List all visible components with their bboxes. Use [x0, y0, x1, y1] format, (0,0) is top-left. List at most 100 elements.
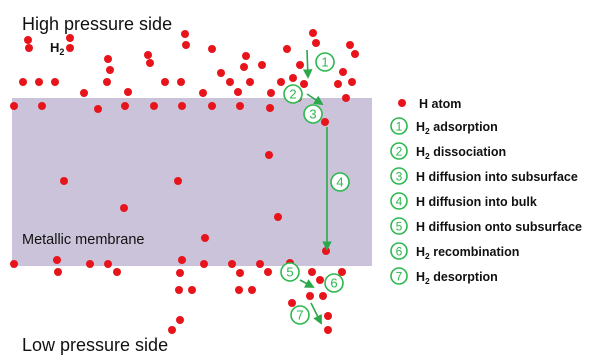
- h-atom: [144, 51, 152, 59]
- step-marker-7-ring: [290, 305, 310, 325]
- h-atom: [121, 102, 129, 110]
- h-atom: [235, 286, 243, 294]
- h-atom: [146, 59, 154, 67]
- h-atom: [53, 256, 61, 264]
- h-atom: [267, 89, 275, 97]
- legend-step-2: 2: [390, 142, 408, 160]
- step-marker-1-number: 1: [321, 55, 328, 70]
- step-marker-7-number: 7: [296, 308, 303, 323]
- legend-step-3-number: 3: [396, 169, 403, 183]
- h-atom: [208, 102, 216, 110]
- h-atom: [334, 80, 342, 88]
- step-marker-2: 2: [283, 84, 303, 104]
- h-atom: [94, 105, 102, 113]
- step-marker-4-ring: [330, 172, 350, 192]
- h-atom: [60, 177, 68, 185]
- process-arrows: [299, 49, 332, 325]
- h-atom: [258, 61, 266, 69]
- h-atom: [178, 256, 186, 264]
- h-atom: [240, 63, 248, 71]
- h-atom: [217, 69, 225, 77]
- step-marker-4: 4: [330, 172, 350, 192]
- h-atom: [306, 292, 314, 300]
- h-atom: [342, 94, 350, 102]
- h-atom: [177, 78, 185, 86]
- legend-step-6: 6: [390, 242, 408, 260]
- legend-step-5-number: 5: [396, 219, 403, 233]
- legend-step-4-number: 4: [396, 194, 403, 208]
- step-marker-1: 1: [315, 52, 335, 72]
- h-atom: [351, 50, 359, 58]
- legend-atom-swatch: [398, 99, 406, 107]
- h-atom: [226, 78, 234, 86]
- step-marker-6-number: 6: [330, 276, 337, 291]
- h-atom: [324, 312, 332, 320]
- h-atom: [346, 41, 354, 49]
- h-atom: [228, 260, 236, 268]
- h-atom: [188, 286, 196, 294]
- step-marker-2-ring: [283, 84, 303, 104]
- legend-step-1-number: 1: [396, 119, 403, 133]
- h-atom: [10, 260, 18, 268]
- legend-step-6-ring: [390, 242, 408, 260]
- h-atom: [319, 292, 327, 300]
- metallic-membrane: [12, 98, 372, 266]
- legend-label-2: H2 dissociation: [416, 145, 506, 161]
- step-marker-6: 6: [324, 273, 344, 293]
- h-atom: [274, 213, 282, 221]
- h-atom: [309, 29, 317, 37]
- step-marker-1-ring: [315, 52, 335, 72]
- low-pressure-label: Low pressure side: [22, 335, 168, 355]
- step-marker-5-number: 5: [286, 265, 293, 280]
- legend-label-6: H2 recombination: [416, 245, 519, 261]
- legend-step-2-number: 2: [396, 144, 403, 158]
- legend-step-7: 7: [390, 267, 408, 285]
- membrane-label: Metallic membrane: [22, 232, 145, 248]
- legend-label-4: H diffusion into bulk: [416, 195, 537, 209]
- h-atom: [308, 268, 316, 276]
- legend-step-4-ring: [390, 192, 408, 210]
- h-atom: [176, 269, 184, 277]
- arrow-dissociation: [306, 93, 324, 106]
- h-atom: [176, 316, 184, 324]
- h-atom: [35, 78, 43, 86]
- step-marker-7: 7: [290, 305, 310, 325]
- h-atom: [208, 45, 216, 53]
- legend-step-1-ring: [390, 117, 408, 135]
- h-atom: [178, 102, 186, 110]
- legend-step-7-number: 7: [396, 269, 403, 283]
- step-marker-4-number: 4: [336, 175, 343, 190]
- h-atom: [316, 276, 324, 284]
- h-atom: [103, 78, 111, 86]
- h-atom: [150, 102, 158, 110]
- step-marker-3-number: 3: [309, 107, 316, 122]
- h-atom: [25, 44, 33, 52]
- step-marker-3-ring: [303, 104, 323, 124]
- step-marker-5-ring: [280, 262, 300, 282]
- h-atom: [266, 104, 274, 112]
- h-atom: [242, 52, 250, 60]
- h-atom: [236, 269, 244, 277]
- legend-atom-label: H atom: [419, 97, 461, 111]
- h-atom: [300, 80, 308, 88]
- h-atom: [66, 44, 74, 52]
- h-atom: [283, 45, 291, 53]
- h-atom: [312, 39, 320, 47]
- legend-step-5: 5: [390, 217, 408, 235]
- h-atom: [199, 89, 207, 97]
- h-atom: [324, 326, 332, 334]
- h-atom: [104, 260, 112, 268]
- h-atom: [264, 268, 272, 276]
- h-atom: [54, 268, 62, 276]
- legend-step-1: 1: [390, 117, 408, 135]
- h-atom: [181, 30, 189, 38]
- step-marker-3: 3: [303, 104, 323, 124]
- h-atom: [24, 36, 32, 44]
- h-atom: [51, 78, 59, 86]
- h-atom: [277, 78, 285, 86]
- h-atom: [174, 177, 182, 185]
- h-atom: [175, 286, 183, 294]
